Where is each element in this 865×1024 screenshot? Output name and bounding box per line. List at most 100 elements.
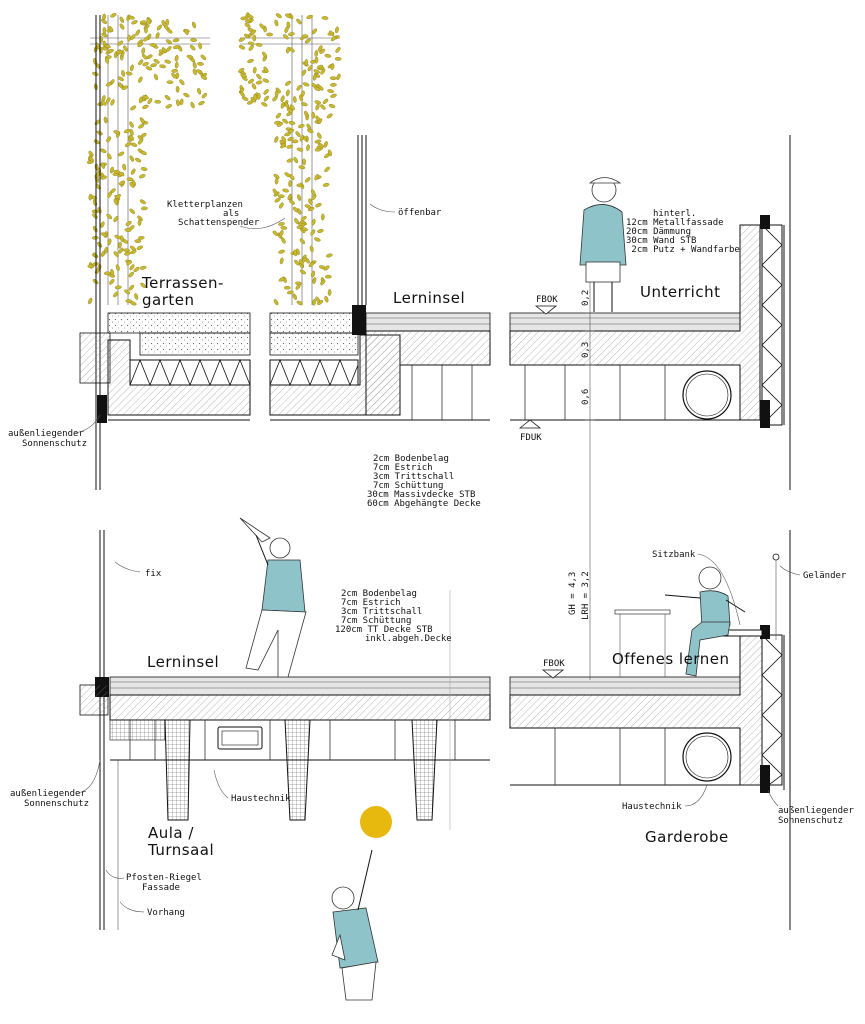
leaf-icon [125,221,132,226]
leaf-icon [198,42,202,50]
leaf-icon [118,180,126,186]
leaf-icon [184,28,189,36]
leaf-icon [129,134,134,141]
leaf-icon [263,89,269,95]
floor2-layer-0: 2cm Bodenbelag [341,589,417,599]
plant-leaves [86,12,342,306]
leaf-icon [285,89,290,97]
leaf-icon [126,260,132,266]
note-oeffenbar: öffenbar [398,208,442,218]
leaf-icon [255,80,263,85]
leaf-icon [240,73,247,78]
leaf-icon [304,110,309,118]
leaf-icon [284,172,291,178]
leaf-icon [140,20,147,25]
leaf-icon [310,229,316,236]
leaf-icon [137,219,142,226]
leaf-icon [316,64,324,69]
leaf-icon [164,94,171,101]
leaf-icon [312,277,317,284]
dim-0-3: 0,3 [581,342,591,358]
leaf-icon [106,213,113,220]
leaf-icon [141,206,148,211]
leaf-icon [324,295,329,303]
leaf-icon [124,289,131,295]
note-pfosten-1: Pfosten-Riegel [126,873,202,883]
leaf-icon [304,38,311,44]
leaf-icon [296,18,302,25]
leaf-icon [315,203,322,208]
note-vorhang: Vorhang [147,908,185,918]
leaf-icon [252,34,257,42]
leaf-icon [279,202,284,209]
leaf-icon [92,71,99,76]
leaf-icon [138,174,146,179]
leaf-icon [251,83,257,90]
leaf-icon [315,115,321,122]
leaf-icon [239,91,245,97]
leaf-icon [320,104,326,110]
leaf-icon [129,208,135,214]
person-standing-child [579,177,627,312]
leaf-icon [135,29,141,36]
leaf-icon [121,85,128,90]
leaf-icon [282,118,289,124]
leaf-icon [311,218,316,226]
note-sonnenschutz-3a: außenliegender [778,806,854,816]
floor1-layer-4: 30cm Massivdecke STB [367,490,475,500]
leaf-icon [118,247,124,254]
leaf-icon [156,24,162,31]
leaf-icon [297,124,305,129]
leaf-icon [119,23,125,30]
leaf-icon [280,143,287,149]
leaf-icon [286,290,294,295]
leaf-icon [309,245,314,253]
wall-buildup-0: hinterl. [653,209,696,219]
leaf-icon [312,298,316,306]
leaf-icon [299,259,304,266]
leaf-icon [311,111,316,119]
leaf-icon [123,248,130,253]
leaf-icon [298,165,306,170]
leaf-icon [273,173,280,179]
leaf-icon [137,236,145,240]
leaf-icon [179,79,185,86]
leaf-icon [125,299,133,303]
leaf-icon [296,147,304,152]
leaf-icon [287,136,294,142]
leaf-icon [272,188,278,195]
level-fbok-2: FBOK [543,659,565,669]
leaf-icon [94,268,100,275]
leaf-icon [119,235,124,243]
leaf-icon [100,221,105,228]
person-sitting [664,566,746,677]
leaf-icon [287,193,293,200]
floor1-layer-2: 3cm Trittschall [373,472,454,482]
leaf-icon [139,117,145,124]
leaf-icon [140,167,148,171]
leaf-icon [291,139,299,144]
room-lerninsel-bottom: Lerninsel [147,653,219,671]
leaf-icon [326,113,333,119]
leaf-icon [325,253,333,258]
leaf-icon [91,209,99,214]
leaf-icon [304,204,312,209]
leaf-icon [247,41,255,46]
leaf-icon [314,237,321,242]
leaf-icon [164,59,171,64]
leaf-icon [196,69,203,74]
leaf-icon [247,78,255,84]
leaf-icon [317,229,324,233]
wall-buildup-3: 30cm Wand STB [626,236,696,246]
room-terrassengarten-2: garten [142,291,195,309]
leaf-icon [306,144,310,151]
leaf-icon [287,128,295,134]
leaf-icon [327,149,332,157]
leaf-icon [122,163,127,171]
leaf-icon [317,143,324,148]
leaf-icon [302,82,310,87]
leaf-icon [131,20,138,25]
leaf-icon [297,194,302,201]
leaf-icon [171,69,178,73]
note-kletter-3: Schattenspender [178,218,260,228]
